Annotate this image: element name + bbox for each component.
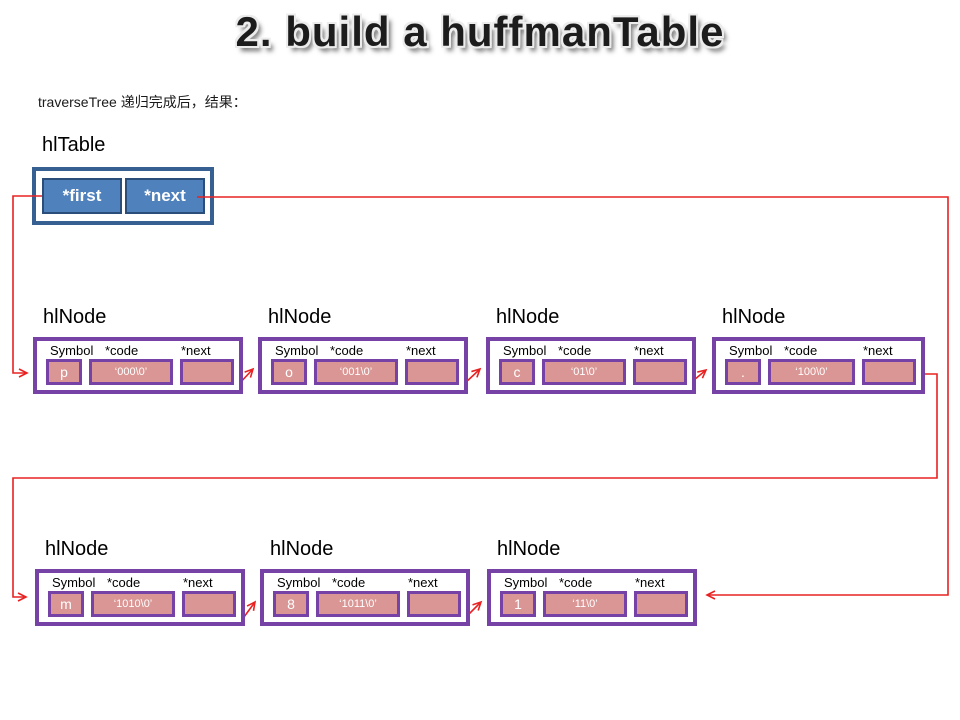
next-header: *next	[181, 343, 211, 358]
node-cells: 1 ‘11\0’	[491, 590, 693, 617]
subtitle-text: traverseTree 递归完成后，结果：	[38, 94, 247, 110]
next-pointer-cell	[182, 591, 236, 617]
node-box: Symbol *code *next 8 ‘1011\0’	[260, 569, 470, 626]
code-cell: ‘100\0’	[768, 359, 855, 385]
node-box: Symbol *code *next 1 ‘11\0’	[487, 569, 697, 626]
node-cells: 8 ‘1011\0’	[264, 590, 466, 617]
symbol-header: Symbol	[277, 575, 321, 590]
code-header: *code	[105, 343, 139, 358]
node-headers: Symbol *code *next	[39, 573, 241, 590]
next-header: *next	[183, 575, 213, 590]
hlnode-title: hlNode	[722, 306, 786, 328]
next-header: *next	[863, 343, 893, 358]
node-headers: Symbol *code *next	[262, 341, 464, 358]
hlnode-dot: hlNode Symbol *code *next . ‘100\0’	[712, 306, 925, 394]
node-headers: Symbol *code *next	[491, 573, 693, 590]
symbol-header: Symbol	[52, 575, 96, 590]
node-box: Symbol *code *next c ‘01\0’	[486, 337, 696, 394]
hlnode-title: hlNode	[45, 538, 109, 560]
next-pointer-cell	[407, 591, 461, 617]
arrow-node-m-to-node-8	[243, 600, 257, 618]
code-header: *code	[107, 575, 141, 590]
symbol-header: Symbol	[275, 343, 319, 358]
symbol-header: Symbol	[503, 343, 547, 358]
symbol-cell: 8	[273, 591, 309, 617]
hlnode-title: hlNode	[43, 306, 107, 328]
node-box: Symbol *code *next p ‘000\0’	[33, 337, 243, 394]
arrow-next-to-node-1	[197, 196, 949, 600]
node-cells: m ‘1010\0’	[39, 590, 241, 617]
code-header: *code	[330, 343, 364, 358]
hlnode-8: hlNode Symbol *code *next 8 ‘1011\0’	[260, 538, 470, 626]
hlnode-c: hlNode Symbol *code *next c ‘01\0’	[486, 306, 696, 394]
hltable-box: *first *next	[32, 167, 214, 225]
hlnode-title: hlNode	[497, 538, 561, 560]
hlnode-title: hlNode	[268, 306, 332, 328]
next-pointer-cell	[180, 359, 234, 385]
hlnode-1: hlNode Symbol *code *next 1 ‘11\0’	[487, 538, 697, 626]
hlnode-title: hlNode	[496, 306, 560, 328]
code-cell: ‘000\0’	[89, 359, 173, 385]
next-header: *next	[408, 575, 438, 590]
symbol-header: Symbol	[729, 343, 773, 358]
next-pointer-cell	[405, 359, 459, 385]
hlnode-title: hlNode	[270, 538, 334, 560]
hlnode-p: hlNode Symbol *code *next p ‘000\0’	[33, 306, 243, 394]
next-pointer-cell	[862, 359, 916, 385]
code-header: *code	[558, 343, 592, 358]
code-cell: ‘1011\0’	[316, 591, 400, 617]
symbol-header: Symbol	[504, 575, 548, 590]
slide-title: 2. build a huffmanTable	[235, 8, 725, 55]
next-pointer-box: *next	[125, 178, 205, 214]
hlnode-m: hlNode Symbol *code *next m ‘1010\0’	[35, 538, 245, 626]
node-cells: c ‘01\0’	[490, 358, 692, 385]
code-header: *code	[784, 343, 818, 358]
first-pointer-box: *first	[42, 178, 122, 214]
code-cell: ‘1010\0’	[91, 591, 175, 617]
symbol-cell: o	[271, 359, 307, 385]
code-cell: ‘01\0’	[542, 359, 626, 385]
node-box: Symbol *code *next . ‘100\0’	[712, 337, 925, 394]
symbol-header: Symbol	[50, 343, 94, 358]
node-box: Symbol *code *next o ‘001\0’	[258, 337, 468, 394]
node-headers: Symbol *code *next	[490, 341, 692, 358]
next-pointer-cell	[634, 591, 688, 617]
next-header: *next	[406, 343, 436, 358]
hlnode-o: hlNode Symbol *code *next o ‘001\0’	[258, 306, 468, 394]
node-cells: . ‘100\0’	[716, 358, 921, 385]
node-cells: o ‘001\0’	[262, 358, 464, 385]
node-box: Symbol *code *next m ‘1010\0’	[35, 569, 245, 626]
code-cell: ‘11\0’	[543, 591, 627, 617]
symbol-cell: m	[48, 591, 84, 617]
code-cell: ‘001\0’	[314, 359, 398, 385]
next-header: *next	[635, 575, 665, 590]
hltable-label: hlTable	[42, 134, 106, 156]
node-headers: Symbol *code *next	[37, 341, 239, 358]
symbol-cell: p	[46, 359, 82, 385]
code-header: *code	[559, 575, 593, 590]
code-header: *code	[332, 575, 366, 590]
symbol-cell: .	[725, 359, 761, 385]
node-headers: Symbol *code *next	[716, 341, 921, 358]
node-headers: Symbol *code *next	[264, 573, 466, 590]
node-cells: p ‘000\0’	[37, 358, 239, 385]
symbol-cell: 1	[500, 591, 536, 617]
symbol-cell: c	[499, 359, 535, 385]
next-pointer-cell	[633, 359, 687, 385]
next-header: *next	[634, 343, 664, 358]
